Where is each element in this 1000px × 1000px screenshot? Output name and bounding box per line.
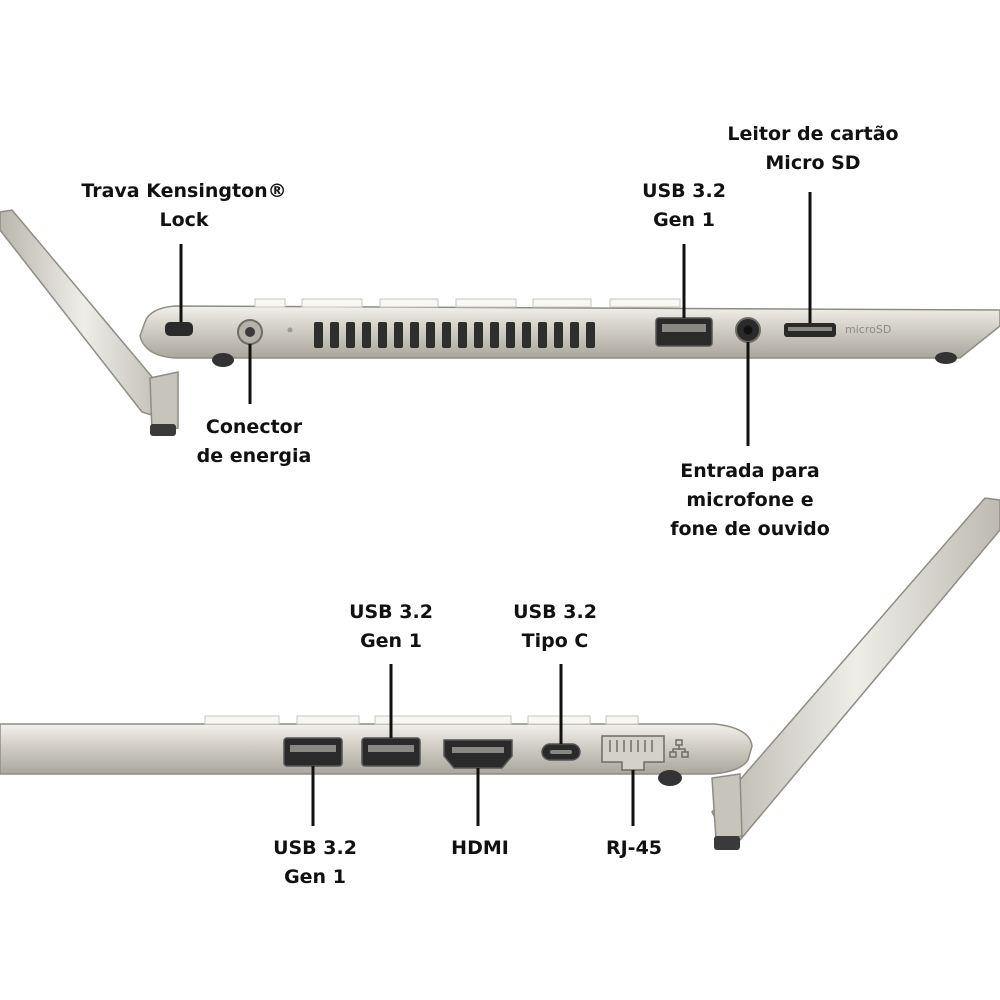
- kensington-slot-icon: [165, 322, 193, 336]
- foot-bottom: [658, 770, 682, 786]
- label-line: USB 3.2: [349, 601, 433, 623]
- laptop-right-side: [0, 497, 1000, 850]
- label-rj45: RJ-45: [606, 834, 662, 863]
- label-line: Micro SD: [765, 152, 861, 174]
- foot-top-right: [935, 352, 957, 364]
- label-microsd-reader: Leitor de cartão Micro SD: [727, 120, 898, 178]
- label-usb-bottom-1: USB 3.2 Gen 1: [273, 834, 357, 892]
- label-line: Gen 1: [360, 630, 422, 652]
- label-kensington-lock: Trava Kensington® Lock: [81, 177, 286, 235]
- key-tops-bottom: [204, 715, 639, 725]
- label-line: USB 3.2: [513, 601, 597, 623]
- label-line: Gen 1: [284, 866, 346, 888]
- label-power-connector: Conector de energia: [197, 413, 312, 471]
- foot-top-left: [212, 353, 234, 367]
- hinge-foot-top: [150, 424, 176, 436]
- label-line: Trava Kensington®: [81, 180, 287, 202]
- label-line: Conector: [205, 416, 303, 438]
- lid-bottom: [711, 497, 1000, 843]
- key-tops-top: [254, 298, 681, 308]
- label-line: Entrada para: [680, 460, 820, 482]
- label-line: Leitor de cartão: [727, 123, 899, 145]
- label-line: Tipo C: [521, 630, 589, 652]
- label-line: Gen 1: [653, 209, 715, 231]
- label-line: USB 3.2: [642, 180, 726, 202]
- label-line: Lock: [159, 209, 209, 231]
- label-hdmi: HDMI: [451, 834, 509, 863]
- label-line: USB 3.2: [273, 837, 357, 859]
- hinge-foot-bottom: [714, 836, 740, 850]
- label-line: fone de ouvido: [670, 518, 830, 540]
- leader-lines-top: [179, 192, 812, 446]
- hinge-top: [149, 371, 179, 433]
- label-audio-jack: Entrada para microfone e fone de ouvido: [670, 457, 830, 544]
- laptop-left-side: microSD: [0, 192, 1000, 446]
- leader-lines-bottom: [311, 664, 635, 826]
- hdmi-port: [443, 739, 513, 769]
- network-icon: [669, 739, 689, 758]
- microsd-logo: microSD: [845, 323, 891, 336]
- lid-top: [0, 209, 169, 417]
- label-line: HDMI: [451, 837, 509, 859]
- label-line: de energia: [196, 445, 312, 467]
- status-led: [287, 327, 293, 333]
- label-line: RJ-45: [605, 837, 663, 859]
- label-line: microfone e: [686, 489, 814, 511]
- label-usb-top: USB 3.2 Gen 1: [642, 177, 726, 235]
- label-usb-bottom-2: USB 3.2 Gen 1: [349, 598, 433, 656]
- label-usb-c: USB 3.2 Tipo C: [513, 598, 597, 656]
- air-vents: [314, 322, 595, 348]
- hinge-bottom: [711, 773, 743, 841]
